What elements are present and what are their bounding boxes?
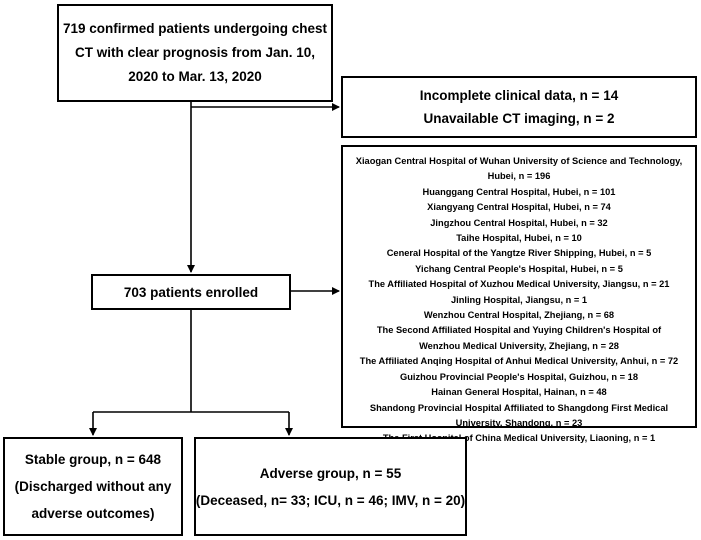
enrolled-text: 703 patients enrolled (123, 284, 259, 300)
hospital-line: Shandong Provincial Hospital Affiliated … (369, 402, 669, 413)
hospital-line: Yichang Central People's Hospital, Hubei… (415, 263, 623, 274)
initial-cohort-line: 2020 to Mar. 13, 2020 (128, 69, 262, 84)
hospital-line: University, Shandong, n = 23 (455, 417, 583, 428)
hospital-line: The Affiliated Anqing Hospital of Anhui … (359, 356, 679, 367)
hospital-line: Hainan General Hospital, Hainan, n = 48 (431, 387, 607, 398)
hospital-line: Wenzhou Central Hospital, Zhejiang, n = … (423, 310, 615, 321)
adverse-group-box: Adverse group, n = 55 (Deceased, n= 33; … (194, 437, 467, 536)
initial-cohort-line: CT with clear prognosis from Jan. 10, (74, 45, 316, 60)
stable-group-line: Stable group, n = 648 (24, 452, 162, 467)
hospital-line: Xiangyang Central Hospital, Hubei, n = 7… (427, 202, 611, 213)
hospital-line: Jingzhou Central Hospital, Hubei, n = 32 (430, 217, 608, 228)
stable-group-box: Stable group, n = 648 (Discharged withou… (3, 437, 183, 536)
hospital-line: Xiaogan Central Hospital of Wuhan Univer… (355, 156, 683, 166)
initial-cohort-line: 719 confirmed patients undergoing chest (62, 21, 328, 36)
exclusion-line: Unavailable CT imaging, n = 2 (423, 111, 615, 126)
hospital-line: The Second Affiliated Hospital and Yuyin… (376, 325, 662, 336)
enrolled-box: 703 patients enrolled (91, 274, 291, 310)
exclusion-line: Incomplete clinical data, n = 14 (419, 88, 619, 103)
hospital-line: Wenzhou Medical University, Zhejiang, n … (419, 340, 619, 351)
initial-cohort-box: 719 confirmed patients undergoing chest … (57, 4, 333, 102)
hospital-line: Hubei, n = 196 (487, 171, 551, 182)
adverse-group-line: (Deceased, n= 33; ICU, n = 46; IMV, n = … (195, 492, 466, 508)
hospital-line: Taihe Hospital, Hubei, n = 10 (456, 233, 582, 244)
hospital-line: Huanggang Central Hospital, Hubei, n = 1… (422, 186, 616, 197)
hospital-line: The First Hospital of China Medical Univ… (382, 433, 656, 444)
stable-group-line: (Discharged without any (14, 479, 172, 494)
hospital-line: Ceneral Hospital of the Yangtze River Sh… (386, 248, 652, 259)
hospital-line: Guizhou Provincial People's Hospital, Gu… (399, 371, 639, 382)
adverse-group-line: Adverse group, n = 55 (259, 465, 402, 481)
hospital-line: Jinling Hospital, Jiangsu, n = 1 (450, 294, 588, 305)
exclusion-box: Incomplete clinical data, n = 14 Unavail… (341, 76, 697, 138)
hospitals-box: Xiaogan Central Hospital of Wuhan Univer… (341, 145, 697, 443)
hospital-line: The Affiliated Hospital of Xuzhou Medica… (368, 279, 670, 290)
stable-group-line: adverse outcomes) (31, 506, 155, 521)
